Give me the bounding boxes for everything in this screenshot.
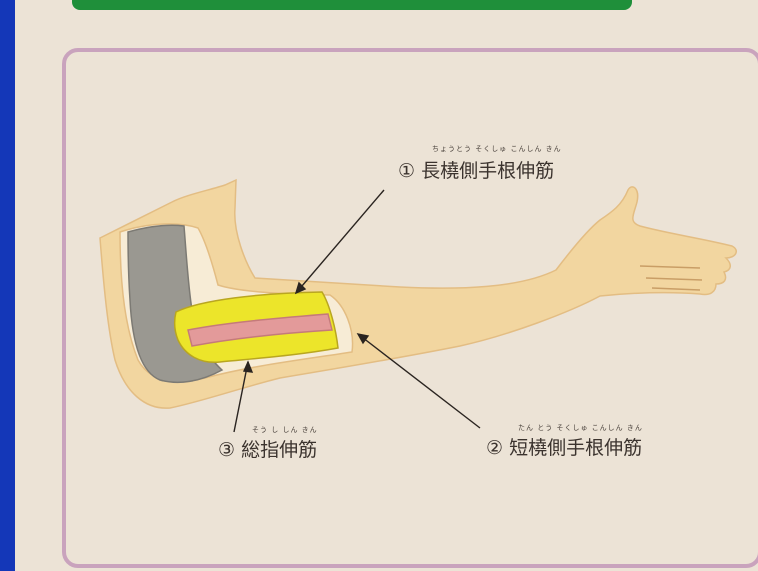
pointer-arrow-1 xyxy=(296,190,384,293)
label-2-reading: たん とう そくしゅ こんしん きん xyxy=(518,423,643,433)
label-2-number: ② xyxy=(486,437,503,459)
label-1-name: 長橈側手根伸筋 xyxy=(421,160,554,182)
label-3: ③ 総指伸筋 xyxy=(218,435,317,462)
label-2-name: 短橈側手根伸筋 xyxy=(509,437,642,459)
label-3-name: 総指伸筋 xyxy=(241,439,317,461)
label-3-reading: そう し しん きん xyxy=(252,425,318,435)
label-1-number: ① xyxy=(398,160,415,182)
label-3-number: ③ xyxy=(218,439,235,461)
label-1-reading: ちょうとう そくしゅ こんしん きん xyxy=(432,144,562,154)
label-2: ② 短橈側手根伸筋 xyxy=(486,433,642,460)
label-1: ① 長橈側手根伸筋 xyxy=(398,156,554,183)
